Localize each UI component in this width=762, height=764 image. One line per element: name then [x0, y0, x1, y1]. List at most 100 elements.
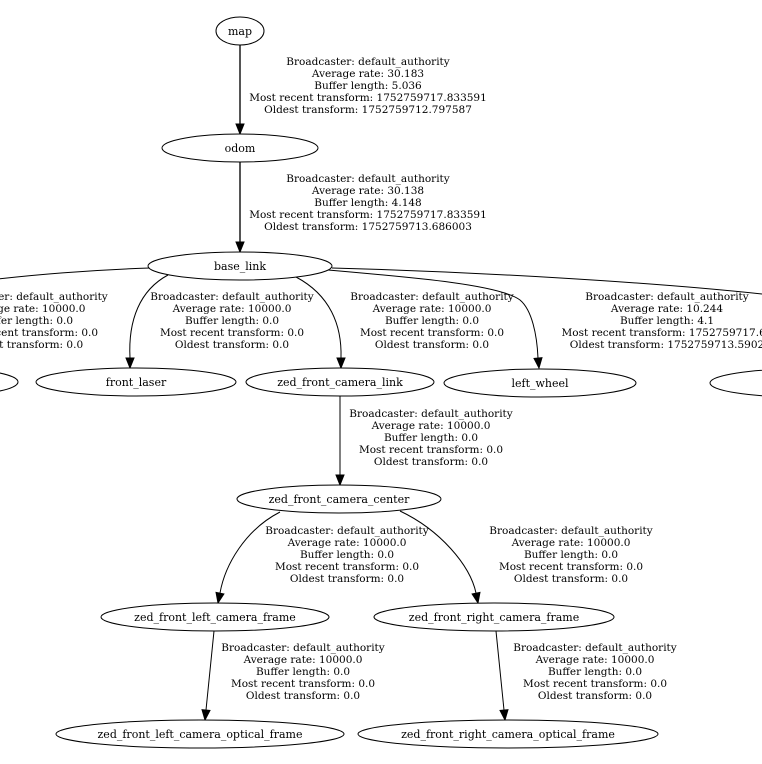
edge-odom-to-base_link — [235, 162, 245, 254]
node-label: zed_front_camera_link — [277, 376, 403, 389]
node-ellipse[interactable] — [0, 368, 19, 396]
edge-line — [219, 511, 281, 594]
arrowhead-icon — [215, 591, 225, 605]
node-label: odom — [225, 142, 256, 155]
edge-base_link-to-front_laser — [125, 274, 169, 370]
edge-label-line: Broadcaster: default_authority — [286, 56, 449, 68]
edge-label-line: Oldest transform: 0.0 — [0, 339, 83, 351]
node-left-wheel[interactable]: left_wheel — [443, 368, 637, 398]
edge-line — [331, 267, 762, 295]
edge-label-line: Broadcaster: default_authority — [265, 525, 428, 537]
edge-line — [495, 630, 505, 711]
node-ellipse[interactable] — [236, 484, 442, 514]
edge-label-line: Buffer length: 4.148 — [314, 197, 421, 209]
arrowhead-icon — [201, 709, 211, 722]
edge-label-line: Buffer length: 4.1 — [620, 315, 714, 327]
edge-label-line: Most recent transform: 0.0 — [499, 561, 643, 573]
edge-label-line: Most recent transform: 0.0 — [231, 678, 375, 690]
edge-zed_front_camera_center-to-zed_front_left_camera_frame — [215, 511, 281, 605]
node-ellipse[interactable] — [35, 367, 237, 397]
edge-label-line: Oldest transform: 0.0 — [374, 456, 488, 468]
node-ellipse[interactable] — [709, 369, 762, 397]
node-label: map — [228, 25, 252, 38]
node-hidden-right[interactable] — [709, 369, 762, 397]
edge-label-line: Average rate: 10.244 — [610, 303, 724, 315]
node-label: zed_front_left_camera_optical_frame — [98, 728, 303, 741]
node-zed-front-left-camera-frame[interactable]: zed_front_left_camera_frame — [100, 602, 330, 632]
node-front-laser[interactable]: front_laser — [35, 367, 237, 397]
arrowhead-icon — [125, 357, 135, 370]
node-ellipse[interactable] — [215, 16, 265, 46]
edge-label-line: Buffer length: 0.0 — [185, 315, 279, 327]
edge-label-line: Buffer length: 0.0 — [256, 666, 350, 678]
edge-label-line: Buffer length: 0.0 — [384, 432, 478, 444]
node-label: zed_front_camera_center — [269, 493, 410, 506]
node-odom[interactable]: odom — [161, 133, 319, 163]
edge-line — [0, 267, 151, 280]
edge-zed_front_right_camera_frame-to-zed_front_right_camera_optical_frame — [495, 630, 509, 722]
edge-line — [295, 276, 342, 359]
edge-label-line: Average rate: 10000.0 — [172, 303, 292, 315]
node-ellipse[interactable] — [443, 368, 637, 398]
edge-label-line: Most recent transform: 0.0 — [160, 327, 304, 339]
arrowhead-icon — [235, 123, 245, 136]
edge-line — [327, 269, 539, 359]
edge-label-line: Broadcaster: default_authority — [513, 642, 676, 654]
edge-label-line: Oldest transform: 1752759712.797587 — [264, 104, 472, 116]
node-ellipse[interactable] — [147, 251, 333, 281]
node-ellipse[interactable] — [245, 367, 435, 397]
edge-label-line: Oldest transform: 0.0 — [375, 339, 489, 351]
edge-label-line: Average rate: 10000.0 — [243, 654, 363, 666]
edge-label-line: Oldest transform: 0.0 — [538, 690, 652, 702]
edge-label-line: Oldest transform: 0.0 — [175, 339, 289, 351]
node-label: zed_front_right_camera_frame — [409, 611, 579, 624]
node-label: left_wheel — [511, 377, 569, 390]
node-zed-front-left-camera-optical-frame[interactable]: zed_front_left_camera_optical_frame — [55, 719, 345, 749]
node-ellipse[interactable] — [357, 719, 659, 749]
node-hidden-left[interactable] — [0, 368, 19, 396]
node-ellipse[interactable] — [373, 602, 615, 632]
node-label: base_link — [214, 260, 266, 273]
edge-label-line: Broadcaster: default_authority — [350, 291, 513, 303]
edge-label-line: Broadcaster: default_authority — [0, 291, 108, 303]
node-base-link[interactable]: base_link — [147, 251, 333, 281]
edge-label-line: Broadcaster: default_authority — [489, 525, 652, 537]
node-map[interactable]: map — [215, 16, 265, 46]
node-zed-front-right-camera-frame[interactable]: zed_front_right_camera_frame — [373, 602, 615, 632]
arrowhead-icon — [335, 474, 345, 487]
edge-label-line: Buffer length: 0.0 — [548, 666, 642, 678]
edge-label-line: Broadcaster: default_authority — [585, 291, 748, 303]
edge-line — [129, 274, 169, 359]
edge-label-line: Broadcaster: default_authority — [349, 408, 512, 420]
edge-base_link-to-hidden_right — [331, 267, 762, 295]
arrowhead-icon — [471, 591, 481, 605]
node-ellipse[interactable] — [55, 719, 345, 749]
edge-label-line: Average rate: 10000.0 — [511, 537, 631, 549]
node-zed-front-camera-link[interactable]: zed_front_camera_link — [245, 367, 435, 397]
node-zed-front-camera-center[interactable]: zed_front_camera_center — [236, 484, 442, 514]
node-zed-front-right-camera-optical-frame[interactable]: zed_front_right_camera_optical_frame — [357, 719, 659, 749]
edge-zed_front_camera_center-to-zed_front_right_camera_frame — [399, 510, 481, 605]
edge-label-line: Buffer length: 0.0 — [300, 549, 394, 561]
edge-label-line: Oldest transform: 1752759713.5902 — [570, 339, 762, 351]
edge-label-line: Average rate: 30.138 — [311, 185, 424, 197]
edge-label-line: Most recent transform: 0.0 — [0, 327, 98, 339]
edge-label-line: Average rate: 30.183 — [311, 68, 424, 80]
node-ellipse[interactable] — [100, 602, 330, 632]
edge-label-line: Oldest transform: 0.0 — [514, 573, 628, 585]
edge-label-line: Oldest transform: 1752759713.686003 — [264, 221, 472, 233]
edge-zed_front_camera_link-to-zed_front_camera_center — [335, 396, 345, 487]
edge-label-line: Most recent transform: 1752759717.833591 — [249, 92, 487, 104]
arrowhead-icon — [533, 357, 543, 370]
edge-label-line: Average rate: 10000.0 — [371, 420, 491, 432]
node-ellipse[interactable] — [161, 133, 319, 163]
edge-label-line: Broadcaster: default_authority — [221, 642, 384, 654]
